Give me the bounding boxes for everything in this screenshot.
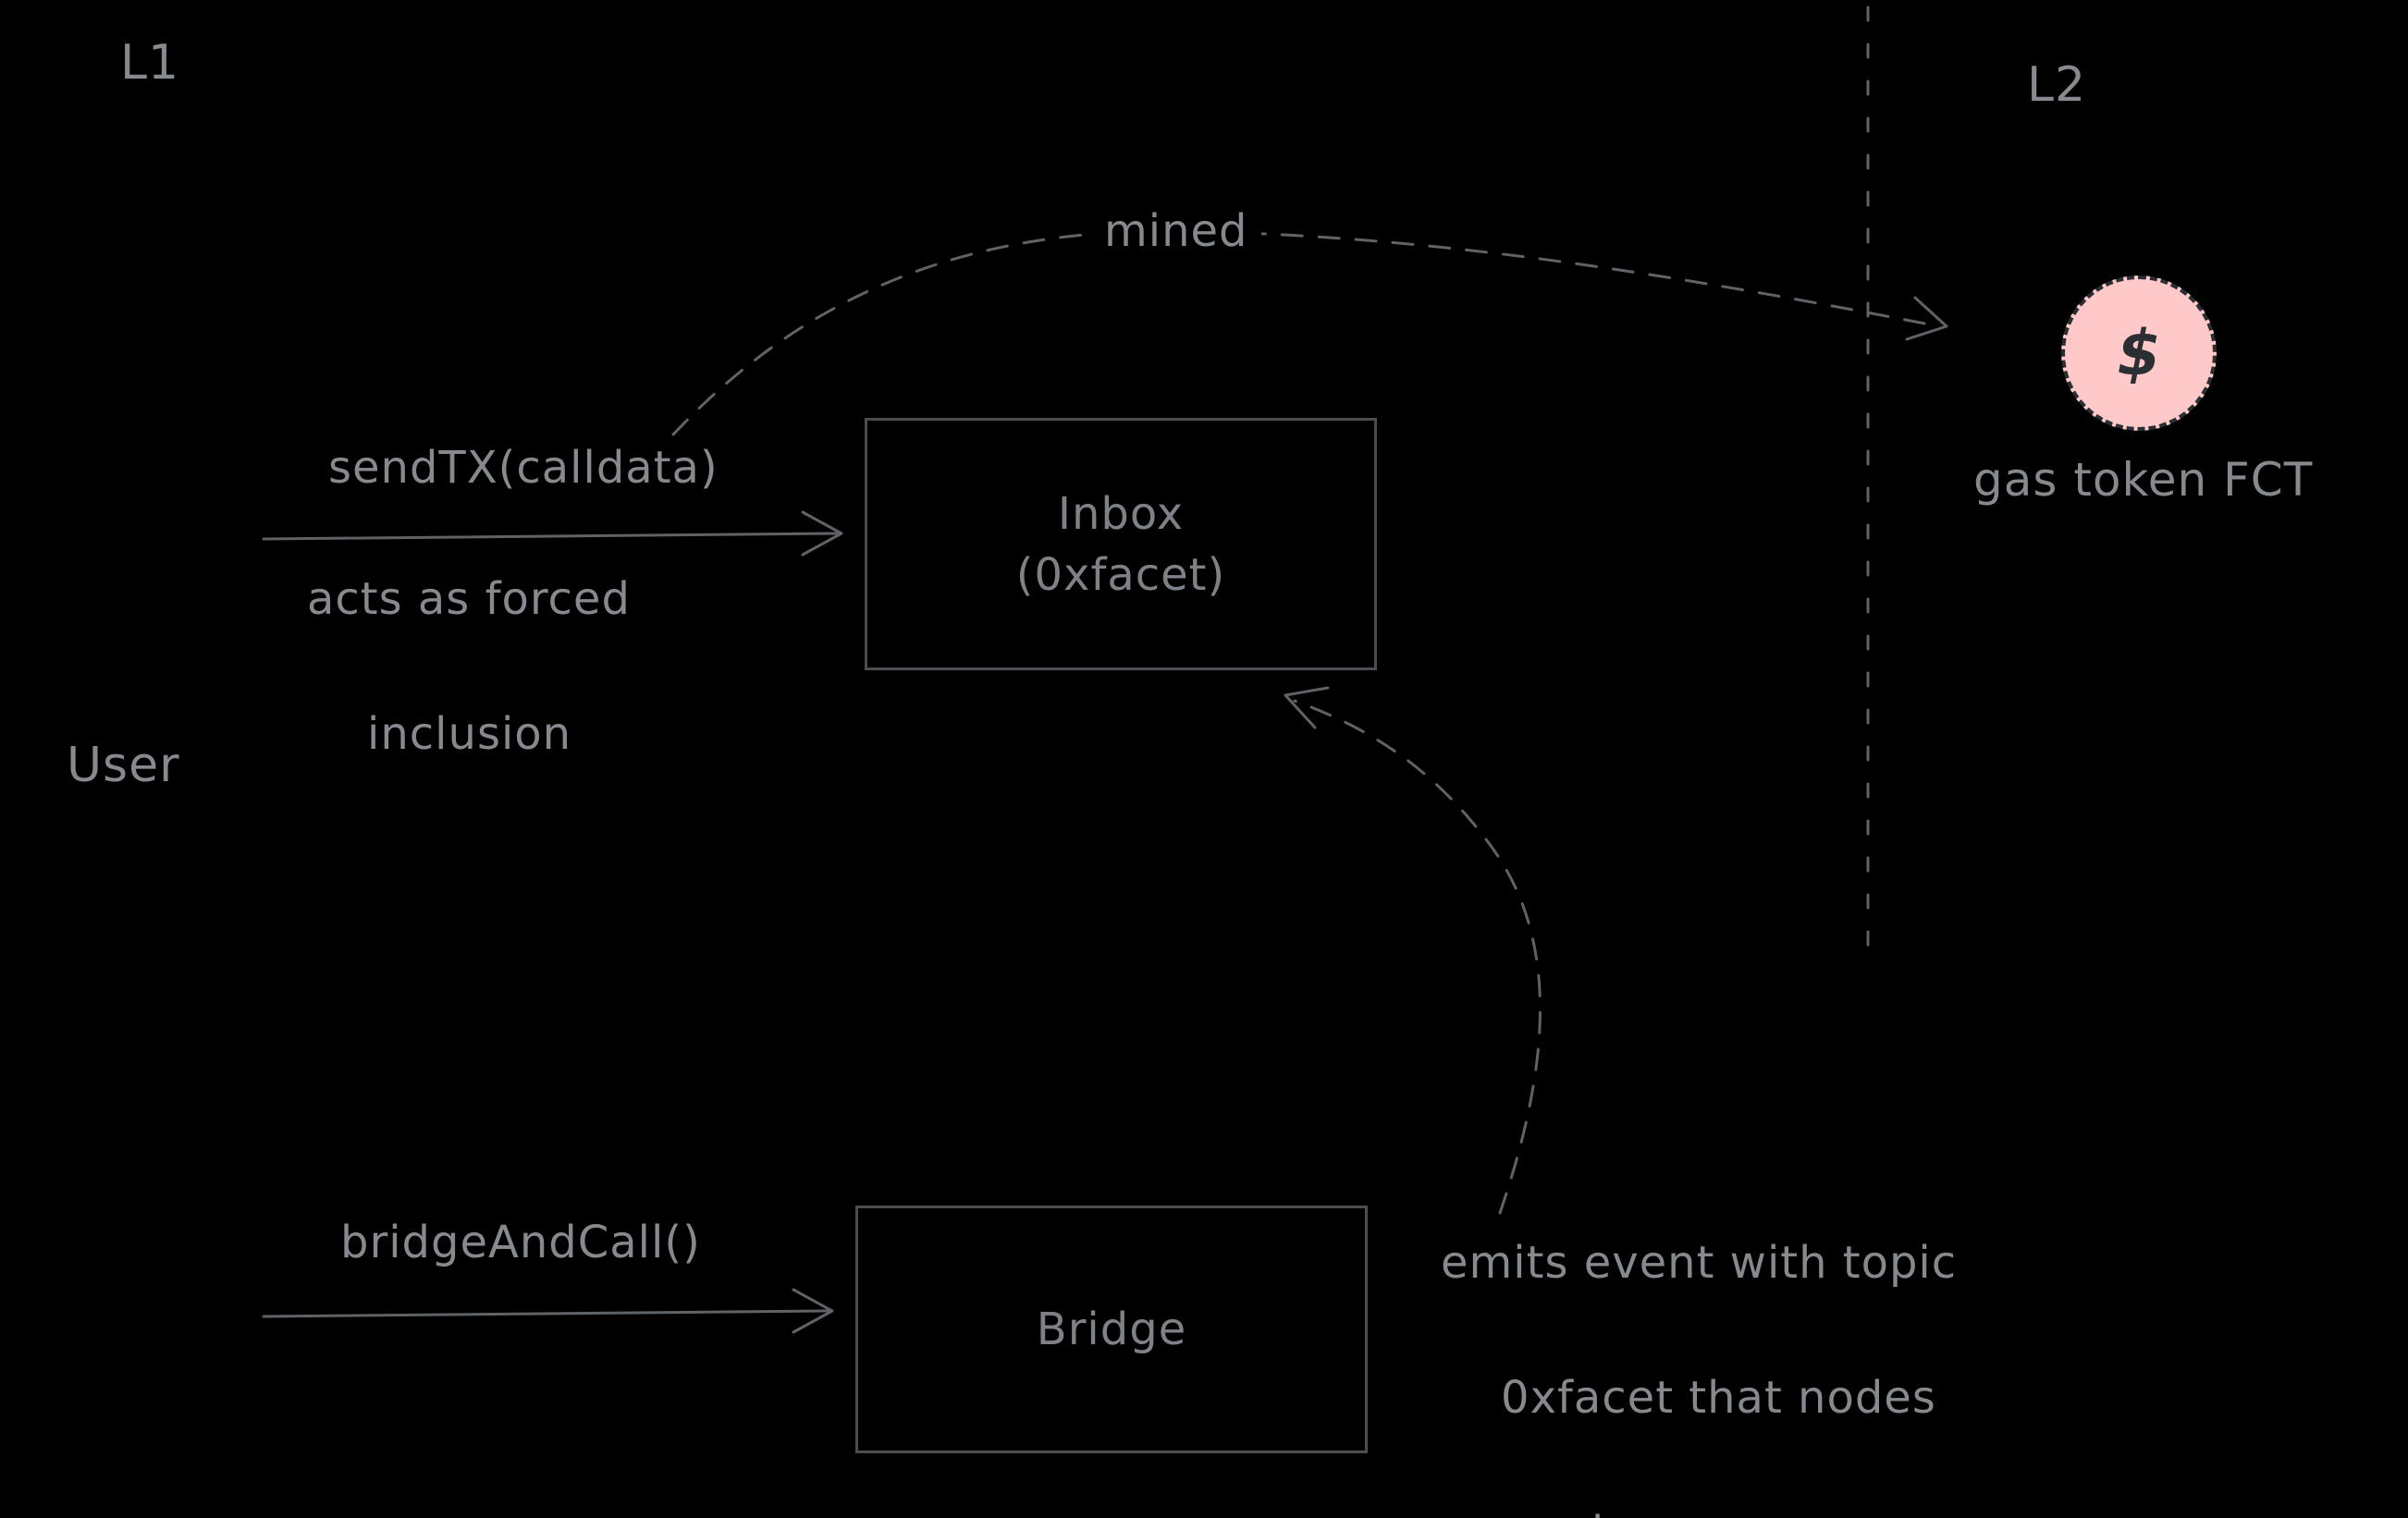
- acts-line2: inclusion: [367, 708, 572, 760]
- inbox-label-line2: (0xfacet): [1015, 548, 1226, 601]
- bridge-box: Bridge: [855, 1206, 1368, 1453]
- sendtx-arrowhead: [801, 510, 843, 557]
- dollar-icon: $: [2117, 316, 2161, 390]
- gas-token-circle: $: [2061, 275, 2217, 431]
- mined-arrowhead: [1905, 296, 1948, 341]
- emits-event-arrow: [1293, 699, 1542, 1215]
- bridgeandcall-arrow: [262, 1309, 829, 1318]
- sendtx-arrow: [262, 532, 839, 541]
- bridgeandcall-arrowhead: [792, 1288, 834, 1334]
- user-label: User: [67, 738, 180, 793]
- mined-arrow: [671, 229, 1936, 436]
- emits-line3: read: [1501, 1507, 1604, 1518]
- l2-label: L2: [2027, 57, 2087, 113]
- acts-as-forced-label: acts as forced inclusion: [307, 566, 631, 836]
- l1-label: L1: [120, 35, 180, 91]
- bridge-label: Bridge: [1036, 1304, 1187, 1355]
- mined-label: mined: [1091, 205, 1261, 257]
- emits-event-arrowhead: [1284, 686, 1330, 729]
- inbox-label-line1: Inbox: [1057, 487, 1185, 540]
- bridgeandcall-label: bridgeAndCall(): [340, 1217, 701, 1268]
- sendtx-label: sendTX(calldata): [328, 442, 719, 494]
- acts-line1: acts as forced: [307, 573, 631, 625]
- emits-event-label: emits event with topic 0xfacet that node…: [1441, 1230, 1957, 1518]
- gas-token-label: gas token FCT: [1973, 453, 2314, 507]
- emits-line2: 0xfacet that nodes: [1501, 1372, 1936, 1424]
- inbox-box: Inbox (0xfacet): [865, 418, 1377, 670]
- emits-line1: emits event with topic: [1441, 1237, 1958, 1289]
